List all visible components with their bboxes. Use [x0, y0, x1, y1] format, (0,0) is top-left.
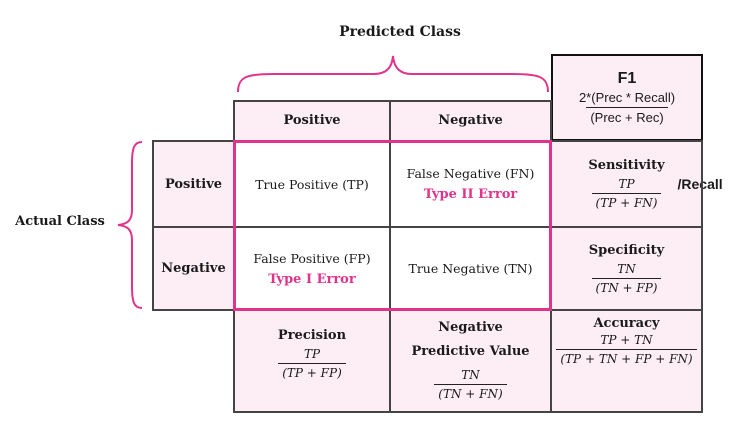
precision-numerator: TP [303, 347, 321, 361]
f1-numerator: 2*(Prec * Recall) [578, 90, 676, 105]
row-header-positive: Positive [153, 141, 234, 227]
tn-label: True Negative (TN) [408, 261, 533, 276]
specificity-formula: TN (TN + FP) [591, 261, 662, 295]
predicted-class-brace-icon [237, 55, 549, 93]
fn-label: False Negative (FN) [406, 166, 535, 181]
cell-false-positive: False Positive (FP) Type I Error [234, 227, 390, 310]
row-header-negative-text: Negative [161, 261, 226, 276]
accuracy-title: Accuracy [593, 316, 660, 331]
cell-false-negative: False Negative (FN) Type II Error [390, 141, 551, 227]
confusion-matrix-highlight [233, 140, 552, 311]
npv-formula: TN (TN + FN) [434, 368, 507, 401]
actual-class-label: Actual Class [15, 214, 105, 229]
npv-denominator: (TN + FN) [434, 384, 507, 401]
sensitivity-formula: TP (TP + FN) [591, 177, 662, 210]
grid-line [152, 140, 154, 311]
column-header-negative: Negative [390, 100, 551, 141]
column-header-positive: Positive [234, 100, 390, 141]
accuracy-formula: TP + TN (TP + TN + FP + FN) [556, 333, 697, 366]
grid-line [234, 100, 552, 102]
precision-title: Precision [277, 328, 347, 343]
grid-line [389, 100, 391, 413]
cell-true-positive: True Positive (TP) [234, 141, 390, 227]
cell-true-negative: True Negative (TN) [390, 227, 551, 310]
grid-line [153, 226, 703, 228]
precision-metric: Precision TP (TP + FP) [234, 310, 390, 412]
row-header-negative: Negative [153, 227, 234, 310]
precision-formula: TP (TP + FP) [278, 347, 346, 380]
specificity-title: Specificity [588, 242, 665, 258]
accuracy-denominator: (TP + TN + FP + FN) [556, 349, 697, 366]
row-header-positive-text: Positive [164, 176, 223, 192]
sensitivity-numerator: TP [618, 177, 635, 191]
recall-alias: /Recall [678, 176, 723, 192]
type-i-error-label: Type I Error [268, 271, 356, 287]
specificity-metric: Specificity TN (TN + FP) [551, 227, 702, 310]
specificity-denominator: (TN + FP) [591, 277, 662, 295]
f1-title: F1 [617, 70, 637, 87]
grid-line [234, 411, 703, 413]
column-header-negative-text: Negative [438, 113, 503, 128]
type-ii-error-label: Type II Error [423, 187, 518, 202]
f1-metric-box: F1 2*(Prec * Recall) (Prec + Rec) [551, 54, 703, 141]
specificity-numerator: TN [617, 261, 636, 276]
sensitivity-denominator: (TP + FN) [591, 193, 662, 210]
f1-formula: 2*(Prec * Recall) (Prec + Rec) [575, 90, 679, 125]
npv-title: Negative Predictive Value [411, 320, 530, 359]
actual-class-brace-icon [117, 141, 143, 309]
precision-denominator: (TP + FP) [278, 363, 346, 380]
npv-metric: Negative Predictive Value TN (TN + FN) [390, 310, 551, 412]
sensitivity-metric: Sensitivity TP (TP + FN) /Recall [551, 141, 723, 227]
sensitivity-title: Sensitivity [588, 158, 665, 173]
accuracy-numerator: TP + TN [600, 333, 653, 347]
tp-label: True Positive (TP) [255, 176, 369, 192]
predicted-class-label: Predicted Class [339, 24, 461, 40]
grid-line [701, 140, 703, 413]
accuracy-metric: Accuracy TP + TN (TP + TN + FP + FN) [551, 310, 702, 412]
npv-numerator: TN [461, 368, 480, 382]
column-header-positive-text: Positive [283, 113, 341, 128]
fp-label: False Positive (FP) [253, 250, 371, 266]
f1-denominator: (Prec + Rec) [586, 107, 668, 125]
